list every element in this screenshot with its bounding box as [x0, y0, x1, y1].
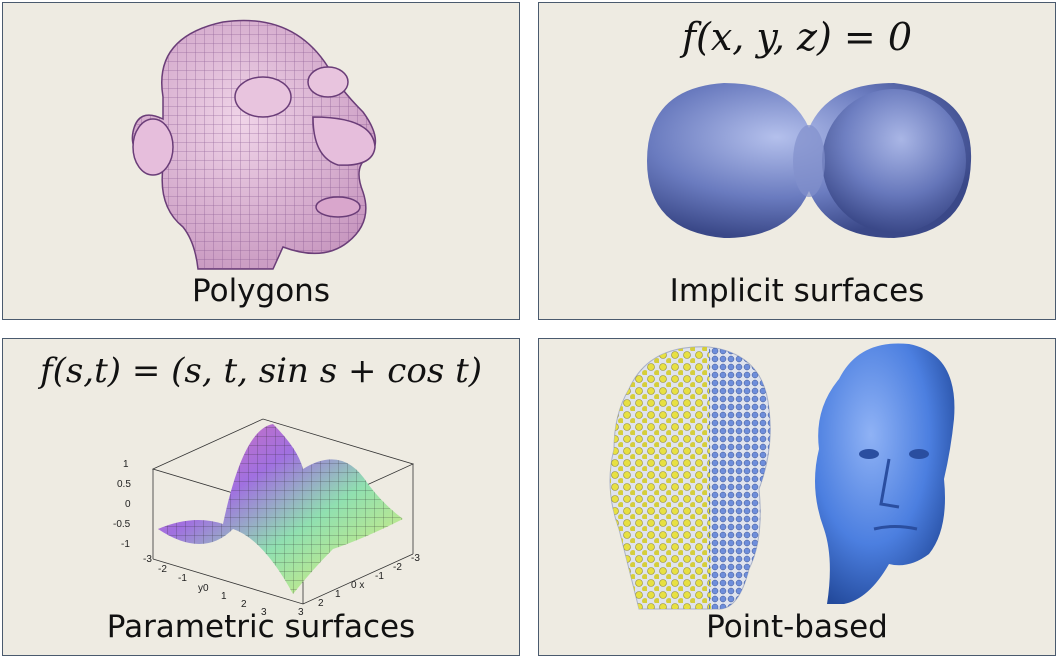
z-tick: -1 [121, 539, 130, 550]
z-tick: 0.5 [117, 479, 131, 490]
z-tick: -0.5 [113, 519, 131, 530]
y-tick: 3 [261, 607, 267, 618]
y-tick: 2 [241, 599, 247, 610]
point-head-figure [609, 343, 955, 610]
parametric-surfaces-panel: f(s,t) = (s, t, sin s + cos t) 1 0.5 0 -… [2, 338, 520, 656]
x-tick: 1 [335, 589, 341, 600]
point-based-panel: Point-based [538, 338, 1056, 656]
parametric-caption: Parametric surfaces [106, 609, 416, 645]
y-tick: -3 [143, 554, 152, 565]
x-tick: -3 [411, 553, 420, 564]
z-tick: 0 [125, 499, 131, 510]
implicit-surfaces-panel: f(x, y, z) = 0 Implicit surfaces [538, 2, 1056, 320]
y-tick: 1 [221, 591, 227, 602]
point-based-caption: Point-based [706, 609, 888, 645]
x-tick: -1 [375, 571, 384, 582]
surface-plot-figure: 1 0.5 0 -0.5 -1 -3 -2 -1 y0 1 2 3 3 2 1 … [113, 418, 420, 618]
x-tick: 0 x [351, 580, 364, 591]
implicit-formula: f(x, y, z) = 0 [681, 15, 913, 59]
head-mesh-figure [131, 19, 377, 270]
polygons-caption: Polygons [192, 273, 330, 309]
y-tick: y0 [198, 583, 209, 594]
z-tick: 1 [123, 459, 129, 470]
x-tick: -2 [393, 562, 402, 573]
x-tick: 3 [298, 607, 304, 618]
implicit-caption: Implicit surfaces [669, 273, 925, 309]
x-tick: 2 [318, 598, 324, 609]
polygons-panel: Polygons [2, 2, 520, 320]
blob-figure [647, 83, 972, 238]
y-tick: -2 [158, 564, 167, 575]
parametric-formula: f(s,t) = (s, t, sin s + cos t) [39, 351, 483, 391]
y-tick: -1 [178, 573, 187, 584]
